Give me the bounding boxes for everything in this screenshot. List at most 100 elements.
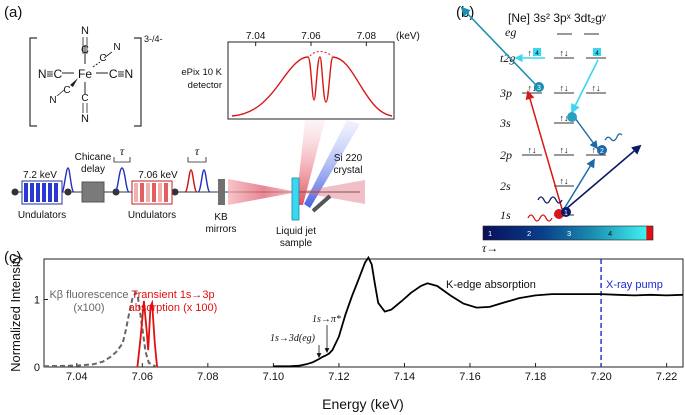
colorbar-tick-3: 3 [567, 229, 571, 238]
inset-tick-label: 7.06 [301, 31, 321, 42]
kbeta-series [43, 291, 156, 368]
energy-label-1: 7.2 keV [23, 170, 57, 181]
svg-text:2: 2 [600, 148, 604, 155]
atom-c-bottom: C [81, 93, 88, 104]
pump-label: X-ray pump [606, 279, 663, 291]
x-tick-label: 7.14 [394, 371, 415, 383]
tau-arrow-label: τ→ [482, 241, 498, 255]
inset-tick-label: 7.08 [357, 31, 377, 42]
crystal-label-1: Si 220 [334, 153, 363, 164]
diverging-beam [298, 180, 365, 204]
pulse-blue-1 [61, 167, 75, 193]
energy-levels: ↑↓ ↑↓ ↑↓ ↑↓ ↑↓ ↑↓ ↑↓ ↑↓ ↑↓ ↑↓ [522, 33, 606, 216]
jet-label-1: Liquid jet [276, 226, 316, 237]
svg-text:↑↓: ↑↓ [560, 145, 569, 155]
liquid-jet [291, 177, 300, 221]
focusing-beam [228, 179, 298, 205]
inset-unit: (keV) [396, 31, 420, 42]
x-tick-label: 7.18 [525, 371, 546, 383]
si-crystal [311, 194, 332, 213]
level-labels: eg t2g 3p 3s 2p 2s 1s [499, 25, 516, 222]
pre-edge-label-eg: 1s→3d(eg) [270, 333, 316, 344]
atom-c-lower-left: C [63, 85, 70, 96]
x-tick-label: 7.04 [66, 371, 87, 383]
svg-text:1: 1 [564, 210, 568, 217]
pre-edge-label-pi: 1s→π* [312, 314, 341, 325]
undulator-2 [131, 180, 173, 205]
chicane-label-1: Chicane [75, 152, 112, 163]
undulators-label-1: Undulators [18, 210, 66, 221]
jet-label-2: sample [280, 238, 313, 249]
svg-text:↑↓: ↑↓ [528, 145, 537, 155]
x-tick-label: 7.16 [459, 371, 480, 383]
svg-text:t2g: t2g [500, 51, 515, 65]
atom-c-top: C [81, 44, 89, 56]
diffracted-red-beam [296, 120, 325, 205]
svg-text:3p: 3p [499, 86, 512, 100]
inset-ticks: 7.04 7.06 7.08 [246, 31, 377, 46]
tau-label-2: τ [195, 144, 200, 158]
ligand-right: C≡N [109, 67, 133, 81]
kedge-label: K-edge absorption [446, 279, 536, 291]
svg-text:1s: 1s [500, 208, 511, 222]
colorbar-tick-1: 1 [488, 229, 492, 238]
y-axis-ticks: 01 [34, 295, 48, 374]
x-tick-label: 7.12 [328, 371, 349, 383]
atom-n-bottom: N [81, 113, 89, 125]
svg-text:3s: 3s [499, 116, 511, 130]
diffracted-blue-beam [304, 120, 360, 208]
kb-label-2: mirrors [205, 224, 236, 235]
chicane-label-2: delay [81, 164, 105, 175]
inset-dotted-envelope [309, 51, 333, 57]
kb-label-1: KB [214, 212, 228, 223]
ligand-left: N≡C [38, 67, 63, 81]
detector-inset: 7.04 7.06 7.08 (keV) ePix 10 K detector [181, 31, 420, 120]
beamline-setup [11, 157, 365, 221]
svg-text:3: 3 [537, 85, 541, 92]
pulse-blue-2 [114, 167, 130, 193]
svg-text:↑↓: ↑↓ [560, 48, 569, 58]
svg-text:↑↓: ↑↓ [528, 48, 537, 58]
svg-text:2p: 2p [500, 148, 512, 162]
x-tick-label: 7.06 [132, 371, 153, 383]
energy-label-2: 7.06 keV [138, 170, 178, 181]
svg-text:2s: 2s [500, 179, 511, 193]
tau-label-1: τ [120, 144, 125, 158]
y-tick-label: 0 [34, 362, 40, 374]
detector-label-1: ePix 10 K [181, 67, 222, 78]
panel-label-a: (a) [4, 4, 22, 21]
svg-text:eg: eg [505, 25, 516, 39]
inset-tick-label: 7.04 [246, 31, 266, 42]
molecule-structure: 3-/4- N C Fe N≡C C≡N C N C N C N [29, 25, 163, 127]
detector-label-2: detector [188, 80, 222, 91]
configuration-header: [Ne] 3s² 3pˣ 3dt₂gʸ [508, 11, 606, 25]
colorbar-tick-2: 2 [527, 229, 531, 238]
x-axis-label: Energy (keV) [322, 396, 404, 412]
atom-c-upper-right: C [99, 53, 106, 64]
svg-text:↑↓: ↑↓ [592, 83, 601, 93]
svg-text:4: 4 [595, 50, 599, 57]
inset-spectrum-curve [231, 56, 393, 117]
x-tick-label: 7.08 [197, 371, 218, 383]
panel-label-c: (c) [4, 249, 22, 266]
svg-text:↑↓: ↑↓ [560, 176, 569, 186]
transient-series [136, 299, 158, 368]
svg-text:↑↓: ↑↓ [560, 83, 569, 93]
atom-n-lower-left: N [49, 95, 56, 106]
chicane-delay [81, 181, 105, 203]
series-layer [43, 255, 684, 368]
molecule-charge: 3-/4- [144, 34, 163, 44]
kb-mirrors [218, 179, 225, 205]
y-axis-label: Normalized Intensity [8, 254, 23, 372]
transient-label-1: Transient 1s→3p [131, 289, 214, 301]
svg-text:4: 4 [535, 50, 539, 57]
tau-colorbar [482, 225, 654, 241]
atom-n-upper-right: N [113, 42, 120, 53]
y-tick-label: 1 [34, 295, 40, 307]
kbeta-label-1: Kβ fluorescence [49, 289, 128, 301]
x-tick-label: 7.10 [263, 371, 284, 383]
transition-arrows: 1 2 3 4 4 [460, 6, 642, 222]
undulators-label-2: Undulators [128, 210, 176, 221]
